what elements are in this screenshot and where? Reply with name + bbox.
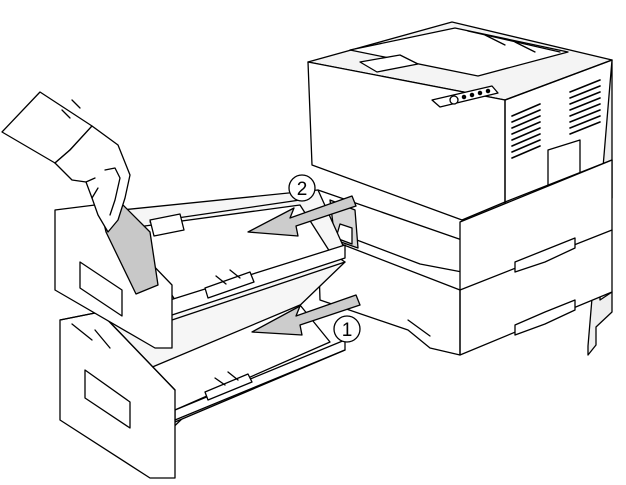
indicator-light [469,92,475,98]
arrows [247,195,361,336]
side-vents [511,79,601,159]
thumb [104,167,121,216]
lower-tray-handle [84,369,131,429]
cassette-handle-lower [514,299,576,336]
step-marker-2: 2 [288,174,316,202]
output-tray-edge [467,30,561,53]
indicator-light [461,94,467,100]
front-top-edge [504,59,613,101]
slot-floor [407,319,431,337]
guide-marks [215,269,241,285]
step-marker-1: 1 [333,315,361,343]
lower-rail-bottom [174,349,346,421]
paper-stopper [484,34,536,53]
tray-slot-lower [317,234,461,356]
arrow-step-2 [247,195,357,237]
finger-creases [85,177,99,199]
step-circle [288,174,316,202]
indicator-light [485,88,491,94]
upper-length-guide [204,271,255,299]
indicator-light [477,90,483,96]
cassette-handle-upper [514,237,576,273]
sleeve-creases [61,99,81,119]
lower-length-guide [204,373,253,401]
power-button [449,95,459,105]
upper-rail-bottom [171,261,346,321]
front-detail [71,323,111,349]
arrow-step-1 [251,294,361,336]
step-circle [333,315,361,343]
output-tray [349,27,569,77]
upper-tray-handle [79,261,123,317]
step-number: 1 [342,320,353,341]
printer [307,21,613,356]
guide-marks [214,371,239,386]
width-guide [149,213,185,237]
hand [1,91,131,233]
front-handle [359,54,419,73]
step-number: 2 [297,179,308,200]
